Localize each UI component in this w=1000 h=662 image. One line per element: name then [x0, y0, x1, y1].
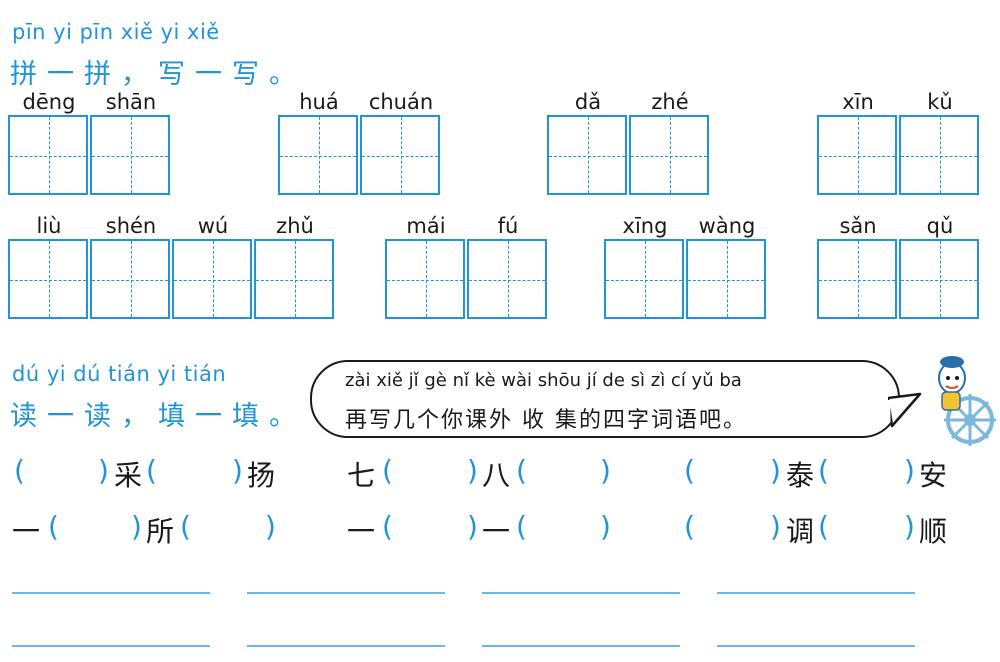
writing-box[interactable] [254, 239, 334, 319]
open-paren: ( [382, 454, 393, 487]
close-paren: ) [98, 454, 109, 487]
writing-box[interactable] [817, 239, 897, 319]
close-paren: ) [232, 454, 243, 487]
answer-line[interactable] [482, 592, 680, 594]
pinyin-label: xīn [842, 90, 874, 114]
pinyin-label: shén [105, 214, 157, 238]
pinyin-label: shān [105, 90, 157, 114]
idiom-char: 泰 [786, 459, 815, 492]
close-paren: ) [770, 454, 781, 487]
close-paren: ) [600, 454, 611, 487]
pinyin-label: dǎ [574, 90, 602, 114]
answer-line[interactable] [717, 645, 915, 647]
idiom-char: 扬 [247, 459, 276, 492]
close-paren: ) [265, 510, 276, 543]
answer-line[interactable] [247, 592, 445, 594]
answer-line[interactable] [12, 645, 210, 647]
pinyin-label: mái [406, 214, 446, 238]
idiom-char: 采 [114, 459, 143, 492]
idiom-char: 八 [482, 459, 511, 492]
section2-title: 读一读，填一填。 [10, 401, 306, 432]
writing-box[interactable] [547, 115, 627, 195]
open-paren: ( [684, 454, 695, 487]
writing-box[interactable] [90, 115, 170, 195]
open-paren: ( [382, 510, 393, 543]
idiom-char: 七 [347, 459, 376, 492]
pinyin-label: kǔ [927, 90, 953, 114]
open-paren: ( [48, 510, 59, 543]
writing-box[interactable] [385, 239, 465, 319]
writing-box[interactable] [686, 239, 766, 319]
writing-box[interactable] [604, 239, 684, 319]
cartoon-character-icon [938, 356, 996, 446]
idiom-char: 安 [919, 459, 948, 492]
section1-pinyin: pīn yi pīn xiě yi xiě [12, 20, 220, 44]
writing-box[interactable] [278, 115, 358, 195]
idiom-char: 调 [786, 515, 815, 548]
open-paren: ( [516, 510, 527, 543]
close-paren: ) [467, 454, 478, 487]
answer-line[interactable] [482, 645, 680, 647]
pinyin-label: dēng [22, 90, 76, 114]
close-paren: ) [600, 510, 611, 543]
pinyin-label: chuán [368, 90, 434, 114]
bubble-text: 再写几个你课外 收 集的四字词语吧。 [345, 408, 747, 433]
answer-line[interactable] [717, 592, 915, 594]
section1-title: 拼一拼，写一写。 [10, 59, 306, 90]
idiom-char: 一 [482, 515, 511, 548]
pinyin-label: huá [299, 90, 339, 114]
writing-box[interactable] [629, 115, 709, 195]
close-paren: ) [904, 510, 915, 543]
pinyin-label: wàng [698, 214, 756, 238]
speech-bubble-tail [888, 392, 922, 428]
bubble-pinyin: zài xiě jǐ gè nǐ kè wài shōu jí de sì zì… [345, 370, 742, 391]
pinyin-label: liù [36, 214, 62, 238]
pinyin-label: zhǔ [276, 214, 314, 238]
writing-box[interactable] [817, 115, 897, 195]
writing-box[interactable] [8, 239, 88, 319]
speech-bubble [310, 360, 900, 438]
pinyin-label: wú [197, 214, 229, 238]
writing-box[interactable] [90, 239, 170, 319]
idiom-char: 一 [347, 515, 376, 548]
open-paren: ( [146, 454, 157, 487]
open-paren: ( [180, 510, 191, 543]
writing-box[interactable] [899, 115, 979, 195]
idiom-char: 一 [12, 515, 41, 548]
pinyin-label: xīng [622, 214, 668, 238]
section2-pinyin: dú yi dú tián yi tián [12, 362, 227, 386]
writing-box[interactable] [899, 239, 979, 319]
writing-box[interactable] [360, 115, 440, 195]
close-paren: ) [467, 510, 478, 543]
idiom-char: 顺 [919, 515, 948, 548]
pinyin-label: zhé [651, 90, 689, 114]
idiom-char: 所 [146, 515, 175, 548]
answer-line[interactable] [247, 645, 445, 647]
open-paren: ( [516, 454, 527, 487]
pinyin-label: sǎn [839, 214, 877, 238]
answer-line[interactable] [12, 592, 210, 594]
close-paren: ) [770, 510, 781, 543]
open-paren: ( [684, 510, 695, 543]
writing-box[interactable] [467, 239, 547, 319]
open-paren: ( [14, 454, 25, 487]
close-paren: ) [904, 454, 915, 487]
pinyin-label: fú [497, 214, 519, 238]
pinyin-label: qǔ [926, 214, 954, 238]
open-paren: ( [818, 454, 829, 487]
close-paren: ) [131, 510, 142, 543]
open-paren: ( [818, 510, 829, 543]
writing-box[interactable] [8, 115, 88, 195]
writing-box[interactable] [172, 239, 252, 319]
